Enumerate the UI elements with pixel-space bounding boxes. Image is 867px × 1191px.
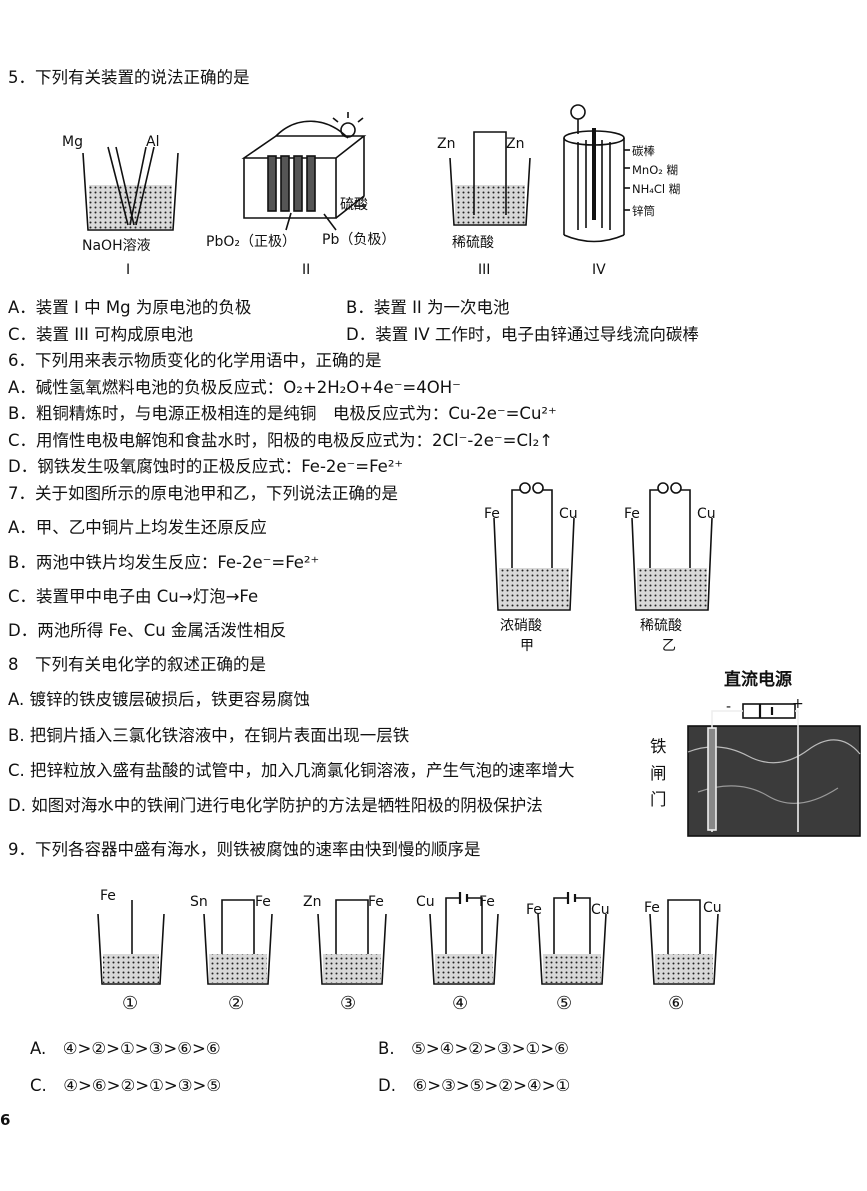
- q7-yi-name: 乙: [662, 638, 676, 654]
- q5-fig2-pbo2-label: PbO₂（正极）: [206, 234, 296, 250]
- q5-fig2-acid-label: 硫酸: [340, 197, 368, 213]
- q9-cell-3-number: ③: [340, 993, 357, 1014]
- q7-cell-yi: [631, 482, 713, 611]
- q7-jia-cu-label: Cu: [559, 506, 578, 522]
- q9-cell-5: [537, 892, 607, 985]
- q5-stem: 5．下列有关装置的说法正确的是: [8, 68, 250, 87]
- q9-cell-2: [203, 899, 273, 985]
- q7-option-c[interactable]: C．装置甲中电子由 Cu→灯泡→Fe: [8, 587, 259, 606]
- q9-cell-2-number: ②: [228, 993, 245, 1014]
- q8-option-b[interactable]: B. 把铜片插入三氯化铁溶液中，在铜片表面出现一层铁: [8, 726, 410, 745]
- q9-cell-1: [97, 900, 165, 985]
- q8-stem: 8 下列有关电化学的叙述正确的是: [8, 655, 266, 674]
- q9-cell-5-number: ⑤: [556, 993, 573, 1014]
- q9-cell-6: [649, 899, 719, 985]
- q5-figure-1: [82, 146, 179, 231]
- q5-fig1-roman: I: [126, 262, 131, 278]
- q7-yi-solution-label: 稀硫酸: [640, 618, 682, 634]
- q9-option-b[interactable]: B. ⑤>④>②>③>①>⑥: [378, 1039, 569, 1058]
- q5-fig3-roman: III: [478, 262, 491, 278]
- q5-figure-3: [449, 131, 531, 226]
- q7-jia-name: 甲: [520, 638, 534, 654]
- q6-option-a[interactable]: A．碱性氢氧燃料电池的负极反应式：O₂+2H₂O+4e⁻=4OH⁻: [8, 378, 461, 397]
- q9-cell-6-right-label: Cu: [703, 900, 722, 916]
- q5-option-b[interactable]: B．装置 II 为一次电池: [346, 298, 510, 317]
- q5-fig1-al-label: Al: [146, 134, 160, 150]
- q5-fig4-roman: IV: [592, 262, 606, 278]
- q9-stem: 9．下列各容器中盛有海水，则铁被腐蚀的速率由快到慢的顺序是: [8, 840, 481, 859]
- q7-stem: 7．关于如图所示的原电池甲和乙，下列说法正确的是: [8, 484, 398, 503]
- q8-option-c[interactable]: C. 把锌粒放入盛有盐酸的试管中，加入几滴氯化铜溶液，产生气泡的速率增大: [8, 761, 575, 780]
- q5-option-c[interactable]: C．装置 III 可构成原电池: [8, 325, 194, 344]
- q5-fig3-zn2-label: Zn: [506, 136, 525, 152]
- q5-fig4-rod-label: 碳棒: [632, 144, 655, 158]
- q5-fig4-nh4cl-label: NH₄Cl 糊: [632, 182, 681, 196]
- q8-power-label: 直流电源: [724, 670, 792, 690]
- q5-figure-4: [563, 104, 630, 243]
- q9-option-c[interactable]: C. ④>⑥>②>①>③>⑤: [30, 1076, 222, 1095]
- q9-cell-4-number: ④: [452, 993, 469, 1014]
- q7-option-d[interactable]: D．两池所得 Fe、Cu 金属活泼性相反: [8, 621, 287, 640]
- q8-plus-label: +: [792, 696, 804, 712]
- q7-option-a[interactable]: A．甲、乙中铜片上均发生还原反应: [8, 518, 267, 537]
- q9-cell-4-left-label: Cu: [416, 894, 435, 910]
- q5-fig4-mno2-label: MnO₂ 糊: [632, 163, 679, 177]
- q9-cell-3-right-label: Fe: [368, 894, 384, 910]
- q8-gate-label-2: 闸: [650, 764, 667, 783]
- q9-cell-3: [317, 899, 387, 985]
- q9-cell-6-number: ⑥: [668, 993, 685, 1014]
- q7-jia-solution-label: 浓硝酸: [500, 618, 542, 634]
- q8-figure: [687, 703, 861, 837]
- q9-cell-2-left-label: Sn: [190, 894, 208, 910]
- q7-cell-jia: [493, 482, 575, 611]
- q9-cell-6-left-label: Fe: [644, 900, 660, 916]
- q5-fig4-shell-label: 锌筒: [632, 204, 655, 218]
- q6-option-c[interactable]: C．用惰性电极电解饱和食盐水时，阳极的电极反应式为：2Cl⁻-2e⁻=Cl₂↑: [8, 431, 554, 450]
- q5-option-d[interactable]: D．装置 IV 工作时，电子由锌通过导线流向碳棒: [346, 325, 699, 344]
- q9-cell-1-left-label: Fe: [100, 888, 116, 904]
- q5-fig1-solution-label: NaOH溶液: [82, 238, 151, 254]
- q7-option-b[interactable]: B．两池中铁片均发生反应：Fe-2e⁻=Fe²⁺: [8, 553, 320, 572]
- q9-cell-5-left-label: Fe: [526, 902, 542, 918]
- q7-yi-fe-label: Fe: [624, 506, 640, 522]
- q8-minus-label: -: [726, 699, 732, 715]
- q6-option-b[interactable]: B．粗铜精炼时，与电源正极相连的是纯铜 电极反应式为：Cu-2e⁻=Cu²⁺: [8, 404, 557, 423]
- q9-cell-4: [429, 892, 499, 985]
- q6-option-d[interactable]: D．钢铁发生吸氧腐蚀时的正极反应式：Fe-2e⁻=Fe²⁺: [8, 457, 404, 476]
- q8-option-d[interactable]: D. 如图对海水中的铁闸门进行电化学防护的方法是牺牲阳极的阴极保护法: [8, 796, 543, 815]
- q9-cell-3-left-label: Zn: [303, 894, 322, 910]
- q9-option-d[interactable]: D. ⑥>③>⑤>②>④>①: [378, 1076, 571, 1095]
- q9-cell-4-right-label: Fe: [479, 894, 495, 910]
- q5-figure-2: [241, 112, 367, 231]
- q8-option-a[interactable]: A. 镀锌的铁皮镀层破损后，铁更容易腐蚀: [8, 690, 310, 709]
- q6-stem: 6．下列用来表示物质变化的化学用语中，正确的是: [8, 351, 382, 370]
- q7-jia-fe-label: Fe: [484, 506, 500, 522]
- q7-yi-cu-label: Cu: [697, 506, 716, 522]
- q5-fig2-roman: II: [302, 262, 311, 278]
- q8-gate-label-1: 铁: [650, 737, 667, 756]
- q9-cell-5-right-label: Cu: [591, 902, 610, 918]
- q5-fig1-mg-label: Mg: [62, 134, 83, 150]
- q5-option-a[interactable]: A．装置 I 中 Mg 为原电池的负极: [8, 298, 252, 317]
- q5-fig3-zn1-label: Zn: [437, 136, 456, 152]
- q9-cell-2-right-label: Fe: [255, 894, 271, 910]
- q5-fig2-pb-label: Pb（负极）: [322, 232, 396, 248]
- q8-gate-label-3: 门: [650, 790, 667, 809]
- q9-cell-1-number: ①: [122, 993, 139, 1014]
- q5-fig3-acid-label: 稀硫酸: [452, 235, 494, 251]
- page-number: 6: [0, 1111, 11, 1129]
- q9-option-a[interactable]: A. ④>②>①>③>⑥>⑥: [30, 1039, 221, 1058]
